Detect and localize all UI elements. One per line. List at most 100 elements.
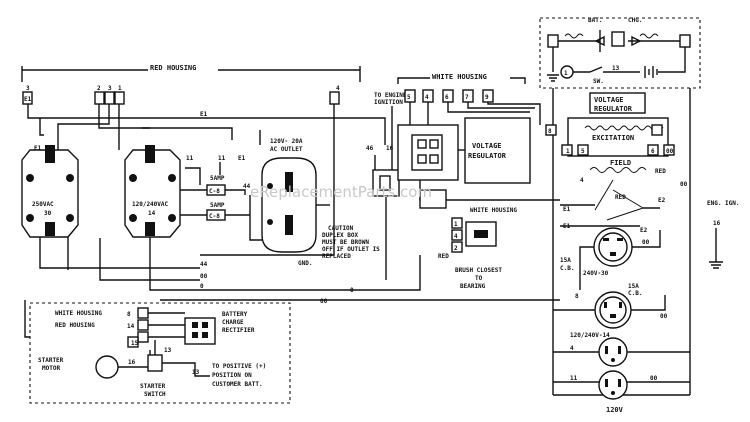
- svg-text:C.B.: C.B.: [628, 290, 642, 297]
- svg-text:1: 1: [566, 148, 570, 155]
- svg-text:C.B.: C.B.: [560, 265, 574, 272]
- svg-text:1: 1: [454, 221, 458, 228]
- svg-text:00: 00: [666, 148, 674, 155]
- svg-text:4: 4: [425, 94, 429, 101]
- svg-text:00: 00: [642, 239, 650, 246]
- wire-label-2: 2: [97, 85, 101, 92]
- red-label-right: RED: [655, 168, 666, 175]
- svg-text:44: 44: [243, 183, 251, 190]
- wire-label-3: 3: [26, 85, 30, 92]
- svg-text:BEARING: BEARING: [460, 283, 486, 290]
- engine-ignition-connector: TO ENGINE IGNITION 46 16: [366, 92, 407, 280]
- outlet-120v-duplex: 120V 4 11 00: [553, 337, 690, 414]
- svg-text:E1: E1: [563, 206, 571, 213]
- e1-wire: E1 E1: [27, 104, 386, 152]
- svg-text:11: 11: [218, 155, 226, 162]
- watermark: eReplacementParts.com: [250, 183, 432, 201]
- wire-label-1: 1: [118, 85, 122, 92]
- ac-outlet-20a: 120V- 20A AC OUTLET: [249, 138, 330, 253]
- svg-text:4: 4: [580, 177, 584, 184]
- svg-text:SWITCH: SWITCH: [144, 391, 166, 398]
- svg-text:30: 30: [44, 210, 52, 217]
- svg-text:CUSTOMER BATT.: CUSTOMER BATT.: [212, 381, 263, 388]
- svg-text:8: 8: [575, 293, 579, 300]
- svg-text:00: 00: [320, 298, 328, 305]
- red-housing-bracket: RED HOUSING: [21, 63, 361, 82]
- svg-text:9: 9: [485, 94, 489, 101]
- svg-text:5: 5: [407, 94, 411, 101]
- svg-text:11: 11: [570, 375, 578, 382]
- outlet-120-240v-14-label: 120/240V-14: [570, 332, 610, 339]
- wire-label-4: 4: [336, 85, 340, 92]
- ground-label: GND.: [298, 260, 312, 267]
- outlet-lower-wires: 44 00 0 0 00: [39, 237, 560, 305]
- svg-text:RED: RED: [615, 194, 626, 201]
- excitation-label: EXCITATION: [592, 134, 634, 142]
- svg-text:E2: E2: [640, 227, 648, 234]
- svg-text:15A: 15A: [560, 257, 571, 264]
- outlet-120-240-label: 120/240VAC: [132, 201, 169, 208]
- svg-text:0: 0: [200, 283, 204, 290]
- svg-text:4: 4: [570, 345, 574, 352]
- red-label-mid: RED: [438, 253, 449, 260]
- svg-text:CHARGE: CHARGE: [222, 319, 244, 326]
- svg-text:REGULATOR: REGULATOR: [468, 152, 507, 160]
- svg-text:REPLACED: REPLACED: [322, 253, 351, 260]
- wire-label-3b: 3: [108, 85, 112, 92]
- breaker-5amp-top-label: 5AMP: [210, 175, 225, 182]
- white-housing-bottom-label: WHITE HOUSING: [55, 310, 102, 317]
- svg-text:OFF IF OUTLET IS: OFF IF OUTLET IS: [322, 246, 380, 253]
- battery-charge-rectifier-label: BATTERY: [222, 311, 248, 318]
- svg-text:C-8: C-8: [209, 213, 220, 220]
- red-housing-bottom-label: RED HOUSING: [55, 322, 95, 329]
- brush-plug: WHITE HOUSING 1 4 2 RED BRUSH CLOSEST TO…: [438, 207, 517, 290]
- outlet-feed-wires: [57, 104, 335, 256]
- svg-text:15A: 15A: [628, 283, 639, 290]
- svg-text:5: 5: [581, 148, 585, 155]
- regulator-connector-block: VOLTAGE REGULATOR: [397, 117, 560, 209]
- svg-text:8: 8: [548, 128, 552, 135]
- svg-text:14: 14: [148, 210, 156, 217]
- svg-text:6: 6: [445, 94, 449, 101]
- svg-text:4: 4: [454, 233, 458, 240]
- stator-windings: E1 E2 RED E1 E2: [560, 179, 666, 234]
- svg-text:6: 6: [651, 148, 655, 155]
- breaker-5amp-bottom-label: 5AMP: [210, 202, 225, 209]
- outlet-120-240v-14: 15A C.B. 120/240V-14 8 00: [553, 283, 668, 339]
- white-housing-label: WHITE HOUSING: [432, 73, 487, 81]
- svg-text:11: 11: [186, 155, 194, 162]
- caution-title: CAUTION: [328, 225, 354, 232]
- engine-ignition-ground: ENG. IGN. 16: [707, 200, 740, 269]
- svg-text:7: 7: [465, 94, 469, 101]
- voltage-regulator-mid-label: VOLTAGE: [472, 142, 502, 150]
- svg-text:C-8: C-8: [209, 188, 220, 195]
- outlet-250vac: 250VAC 30: [21, 145, 79, 238]
- svg-text:00: 00: [650, 375, 658, 382]
- chg-label: CHG.: [628, 17, 642, 24]
- svg-text:AC OUTLET: AC OUTLET: [270, 146, 303, 153]
- voltage-regulator-right-label: VOLTAGE: [594, 96, 624, 104]
- red-housing-label: RED HOUSING: [150, 64, 196, 72]
- svg-text:44: 44: [200, 261, 208, 268]
- starter-motor-label: STARTER: [38, 357, 64, 364]
- svg-text:DUPLEX BOX: DUPLEX BOX: [322, 232, 359, 239]
- svg-text:MUST BE BROWN: MUST BE BROWN: [322, 239, 369, 246]
- terminal-e1: E1: [24, 96, 32, 103]
- eng-ign-label: ENG. IGN.: [707, 200, 740, 207]
- svg-text:13: 13: [164, 347, 172, 354]
- svg-text:15: 15: [131, 340, 139, 347]
- voltage-regulator-right: VOLTAGE REGULATOR EXCITATION 8 1 5 6 00 …: [545, 92, 688, 188]
- svg-text:8: 8: [127, 311, 131, 318]
- svg-text:00: 00: [660, 313, 668, 320]
- svg-text:WHITE HOUSING: WHITE HOUSING: [470, 207, 517, 214]
- brush-note: BRUSH CLOSEST: [455, 267, 502, 274]
- sw-label: SW.: [593, 78, 604, 85]
- caution-note: CAUTION DUPLEX BOX MUST BE BROWN OFF IF …: [298, 225, 380, 267]
- svg-text:46: 46: [366, 145, 374, 152]
- bat-label: BAT.: [588, 17, 602, 24]
- breaker-5amp-group: 11 5AMP C-8 5AMP C-8 44 E1 11: [180, 155, 251, 221]
- svg-text:00: 00: [200, 273, 208, 280]
- to-positive-label: TO POSITIVE (+): [212, 363, 266, 370]
- svg-text:1: 1: [564, 70, 568, 77]
